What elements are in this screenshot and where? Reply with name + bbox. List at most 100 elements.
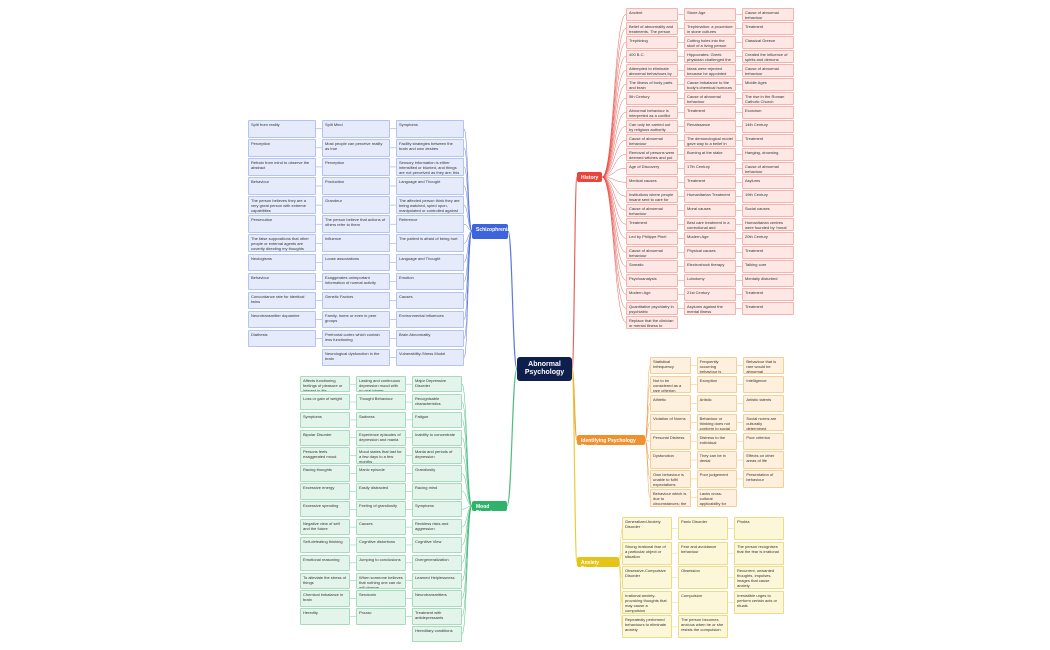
mood-node[interactable]: Lasting and continuous depression mood w…	[356, 376, 406, 393]
schizophrenia-node[interactable]: Influence	[322, 234, 390, 253]
schizophrenia-node[interactable]: The person believe that actions of other…	[322, 215, 390, 233]
identifying-node[interactable]: Statistical Infrequency	[650, 357, 691, 375]
history-node[interactable]: Classical Greece	[742, 36, 794, 49]
schizophrenia-node[interactable]: Diathesis	[248, 329, 316, 348]
schizophrenia-node[interactable]: Grandeur	[322, 196, 390, 214]
history-node[interactable]: 19th Century	[742, 190, 794, 203]
history-node[interactable]: The rise in the Roman Catholic Church st…	[742, 92, 794, 105]
mood-node[interactable]: Causes	[356, 518, 406, 536]
identifying-node[interactable]: Behaviour or thinking does not conform t…	[696, 413, 738, 431]
history-node[interactable]: Treatment	[684, 176, 736, 189]
history-node[interactable]: Treatment	[626, 218, 678, 231]
schizophrenia-node[interactable]: Family, home or even in peer groups	[322, 310, 390, 329]
history-node[interactable]: Belief of abnormality and treatments. Th…	[626, 22, 678, 35]
identifying-node[interactable]: Behaviour that is rare would be abnormal	[743, 357, 784, 375]
schizophrenia-node[interactable]: Exaggerates unimportant information of n…	[322, 272, 390, 291]
mood-node[interactable]: Serotonin	[356, 590, 406, 607]
history-node[interactable]: Removal of persons were deemed witches a…	[626, 148, 678, 161]
history-node[interactable]: Age of Discovery	[626, 162, 678, 175]
schizophrenia-node[interactable]: The patient is afraid of being hurt	[396, 234, 464, 253]
schizophrenia-node[interactable]: Environmental influences	[396, 310, 464, 329]
mood-node[interactable]: Jumping to conclusions	[356, 554, 406, 572]
mood-node[interactable]: Self-defeating thinking	[300, 536, 350, 554]
schizophrenia-node[interactable]: Brain Abnormality	[396, 329, 464, 348]
schizophrenia-node[interactable]: Causes	[396, 291, 464, 310]
schizophrenia-node[interactable]: Facility strategies between the brain an…	[396, 139, 464, 157]
history-node[interactable]: Abnormal behaviour is interpreted as a c…	[626, 106, 678, 119]
history-node[interactable]: Exorcism	[742, 106, 794, 119]
mood-node[interactable]: Symptoms	[412, 501, 462, 518]
history-node[interactable]: The demonological model gave way to a be…	[684, 134, 736, 147]
mood-node[interactable]: Learned Helplessness	[412, 572, 462, 589]
mood-node[interactable]: Persons feels exaggerated mood	[300, 447, 350, 464]
mood-node[interactable]: Mania and periods of depression	[412, 447, 462, 464]
history-node[interactable]: Cause of abnormal behaviour	[626, 246, 678, 259]
history-node[interactable]: Burning at the stake	[684, 148, 736, 161]
schizophrenia-node[interactable]: Refrain from mind to observe the abstrac…	[248, 158, 316, 176]
mood-node[interactable]: Reckless risks and aggression	[412, 518, 462, 536]
schizophrenia-node[interactable]: Neologisms	[248, 253, 316, 272]
schizophrenia-node[interactable]: Behaviour	[248, 272, 316, 291]
identifying-node[interactable]: Poor judgement	[696, 470, 738, 488]
mood-node[interactable]: Racing mind	[412, 483, 462, 500]
identifying-node[interactable]: Artistic talents	[743, 394, 784, 413]
history-node[interactable]: Renaissance	[684, 120, 736, 133]
history-node[interactable]: Can only be carried out by religious aut…	[626, 120, 678, 133]
anxiety-node[interactable]: Recurrent, unwanted thoughts, impulses, …	[734, 566, 784, 590]
schizophrenia-node[interactable]: Most people can perceive reality as true	[322, 139, 390, 157]
history-node[interactable]: Cause of abnormal behaviour	[742, 64, 794, 77]
history-node[interactable]: Cause of abnormal behaviour	[742, 8, 794, 21]
schizophrenia-node[interactable]: Sensory information is either intensifie…	[396, 158, 464, 176]
mood-node[interactable]: Affects functioning feelings of pleasure…	[300, 376, 350, 393]
mood-node[interactable]: Heredity	[300, 608, 350, 625]
schizophrenia-node[interactable]: Genetic Factors	[322, 291, 390, 310]
history-node[interactable]: Mentally disturbed	[742, 274, 794, 287]
branch-schizophrenia[interactable]: Schizophrenia	[472, 224, 510, 239]
identifying-node[interactable]: Intelligence	[743, 375, 784, 394]
schizophrenia-node[interactable]: Emotion	[396, 272, 464, 291]
history-node[interactable]: Hanging, drowning	[742, 148, 794, 161]
history-node[interactable]: Treatment	[742, 302, 794, 315]
history-node[interactable]: Lobotomy	[684, 274, 736, 287]
mood-node[interactable]: Overgeneralization	[412, 554, 462, 572]
mood-node[interactable]: Negative view of self and the future	[300, 518, 350, 536]
mood-node[interactable]: Feeling of grandiosity	[356, 501, 406, 518]
history-node[interactable]: Ancient	[626, 8, 678, 21]
schizophrenia-node[interactable]: Language and Thought	[396, 177, 464, 195]
history-node[interactable]: Humanitarian centres were founded by 'mo…	[742, 218, 794, 231]
mood-node[interactable]: Recognisable characteristics	[412, 393, 462, 411]
mood-node[interactable]: Inability to concentrate	[412, 429, 462, 446]
history-node[interactable]: 14th Century	[742, 120, 794, 133]
anxiety-node[interactable]: Obsessive-Compulsive Disorder	[622, 566, 672, 590]
anxiety-node[interactable]: Compulsion	[678, 590, 728, 614]
history-node[interactable]: Psychoanalysis	[626, 274, 678, 287]
mood-node[interactable]: Cognitive distortions	[356, 536, 406, 554]
identifying-node[interactable]: Effects on other areas of life	[743, 451, 784, 469]
history-node[interactable]: Electroshock therapy	[684, 260, 736, 273]
anxiety-node[interactable]: Strong irrational fear of a particular o…	[622, 541, 672, 565]
history-node[interactable]: Treatment	[742, 246, 794, 259]
history-node[interactable]: Asylums against the mental illness	[684, 302, 736, 315]
history-node[interactable]: Trephining	[626, 36, 678, 49]
history-node[interactable]: Created the influence of spirits and dem…	[742, 50, 794, 63]
history-node[interactable]: Led by Philippe Pinel	[626, 232, 678, 245]
identifying-node[interactable]: Violation of Norms	[650, 413, 691, 431]
history-node[interactable]: Treatment	[742, 288, 794, 301]
anxiety-node[interactable]: Irresistible urges to perform certain ac…	[734, 590, 784, 614]
schizophrenia-node[interactable]: Perception	[248, 139, 316, 157]
history-node[interactable]: Replace that the clinician or mental ill…	[626, 316, 678, 329]
history-node[interactable]: Best care treatment in a correctional an…	[684, 218, 736, 231]
history-node[interactable]: Cause of abnormal behaviour	[626, 134, 678, 147]
branch-anxiety-disorders[interactable]: Anxiety Disorders	[577, 557, 619, 572]
history-node[interactable]: Social causes	[742, 204, 794, 217]
history-node[interactable]: 400 B.C.	[626, 50, 678, 63]
mood-node[interactable]: When someone believes that nothing one c…	[356, 572, 406, 589]
history-node[interactable]: Somatic	[626, 260, 678, 273]
mood-node[interactable]: Racing thoughts	[300, 465, 350, 482]
anxiety-node[interactable]: Irrational anxiety-provoking thoughts th…	[622, 590, 672, 614]
identifying-node[interactable]: They can be in denial	[696, 451, 738, 469]
anxiety-node[interactable]: Obsession	[678, 566, 728, 590]
mood-node[interactable]: Loss or gain of weight	[300, 393, 350, 411]
schizophrenia-node[interactable]: Neurotransmitter dopamine	[248, 310, 316, 329]
anxiety-node[interactable]: The person becomes anxious when he or sh…	[678, 615, 728, 639]
